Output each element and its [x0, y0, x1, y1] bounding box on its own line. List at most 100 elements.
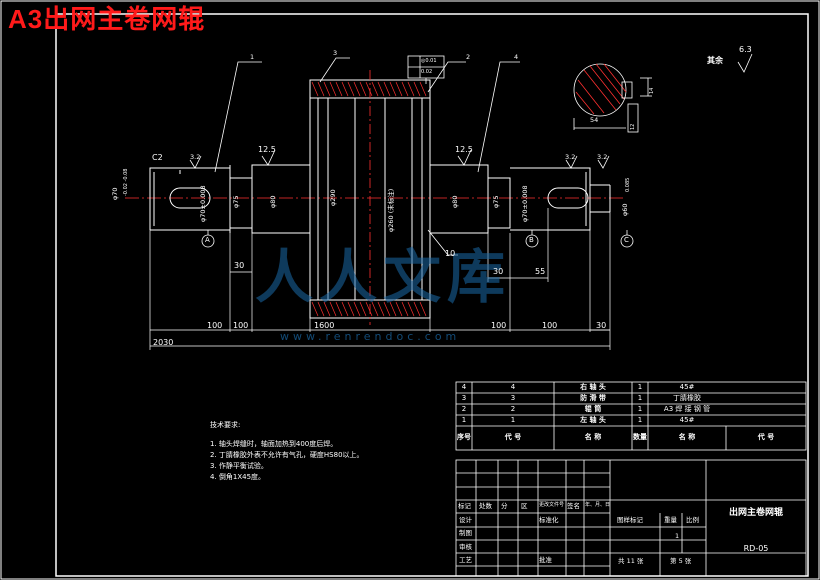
- parts-header-qty: 数量: [633, 433, 647, 441]
- belt-hatch: [311, 81, 427, 317]
- leader-label-3: 3: [333, 49, 338, 57]
- dia-roll-inner: φ260 (未标注): [387, 188, 395, 232]
- roughness-3: 12.5: [455, 145, 473, 154]
- roughness-other-value: 6.3: [739, 45, 752, 54]
- roughness-5: 3.2: [597, 153, 608, 161]
- rev-header-zone-b: 区: [521, 502, 528, 510]
- parts-header-no: 序号: [457, 433, 471, 441]
- len-100b: 100: [233, 321, 249, 330]
- parts-row-no: 4: [461, 383, 467, 391]
- note-item: 3. 作静平衡试验。: [210, 462, 268, 470]
- roughness-2: 12.5: [258, 145, 276, 154]
- parts-header-note: 代 号: [757, 433, 775, 441]
- len-55: 55: [535, 267, 546, 276]
- section-dim-12: 12: [630, 123, 636, 130]
- dia-left-step: φ75: [232, 195, 240, 208]
- dia-right-end-tol: 0.085: [625, 177, 631, 192]
- len-30a: 30: [234, 261, 245, 270]
- shaft-outline: [149, 79, 611, 319]
- leader-label-2: 2: [466, 53, 471, 61]
- watermark-text: 人人文库: [255, 243, 512, 311]
- len-30c: 30: [596, 321, 607, 330]
- role-review: 审核: [459, 543, 472, 551]
- parts-row-material: 45#: [679, 383, 695, 391]
- section-dim-54: 54: [590, 116, 599, 124]
- leader-label-1: 1: [250, 53, 255, 61]
- datum-c: C: [624, 236, 629, 244]
- watermark-url: www.renrendoc.com: [280, 330, 461, 343]
- dia-left-end-tol: -0.02 -0.08: [123, 168, 129, 196]
- section-dim-14: 14: [649, 87, 655, 94]
- tolerance-value-1: ◎0.01: [421, 58, 437, 64]
- len-1600: 1600: [314, 321, 335, 330]
- parts-row-code: 3: [510, 394, 516, 402]
- drawing-frame: [55, 13, 809, 577]
- leader-label-4: 4: [514, 53, 519, 61]
- dia-right-end: φ60: [621, 203, 629, 216]
- stage-label: 图样标记: [617, 516, 643, 524]
- parts-row-material: 丁腈橡胶: [673, 394, 701, 402]
- role-draft: 制图: [459, 529, 472, 537]
- role-design: 设计: [459, 516, 472, 524]
- datum-a: A: [205, 236, 210, 244]
- scale-value: 1: [675, 532, 680, 540]
- roughness-1: 3.2: [190, 153, 201, 161]
- parts-header-name: 名 称: [584, 433, 602, 441]
- role-process: 工艺: [459, 556, 472, 564]
- drawing-title: A3出网主卷网辊: [8, 4, 206, 34]
- notes-heading: 技术要求:: [210, 421, 241, 429]
- sheet-number: 第 5 张: [670, 557, 692, 565]
- note-item: 1. 轴头焊缝时，轴面加热到400度后焊。: [210, 440, 338, 448]
- rev-header-count: 处数: [479, 502, 492, 510]
- technical-notes: 技术要求: 1. 轴头焊缝时，轴面加热到400度后焊。 2. 丁腈橡胶外表不允许…: [210, 420, 364, 483]
- parts-header-code: 代 号: [504, 433, 522, 441]
- parts-row-material: 45#: [679, 416, 695, 424]
- dia-right-bearing: φ70±0.008: [521, 185, 529, 222]
- approve-label: 批准: [539, 556, 552, 564]
- weight-label: 重量: [664, 516, 677, 524]
- section-view: [573, 63, 652, 133]
- rev-header-zone-a: 分: [501, 502, 508, 510]
- parts-row-name: 辊 筒: [584, 405, 602, 413]
- parts-and-title-table: [455, 381, 807, 577]
- rev-header-doc: 更改文件号: [539, 502, 565, 508]
- dia-left-end: φ70: [111, 187, 119, 200]
- parts-row-name: 防 滑 带: [580, 394, 606, 402]
- len-100a: 100: [207, 321, 223, 330]
- dia-left-hub: φ80: [269, 195, 277, 208]
- parts-row-code: 4: [510, 383, 516, 391]
- parts-row-no: 2: [461, 405, 467, 413]
- note-item: 4. 倒角1X45度。: [210, 473, 266, 481]
- len-30b: 30: [493, 267, 504, 276]
- roughness-6: 10: [445, 249, 456, 258]
- rev-header-sign: 签名: [567, 502, 580, 510]
- rev-header-mark: 标记: [458, 502, 471, 510]
- parts-row-name: 右 轴 头: [580, 383, 606, 391]
- dia-right-hub: φ80: [451, 195, 459, 208]
- dia-right-step: φ75: [492, 195, 500, 208]
- leader-lines: [214, 57, 520, 256]
- part-name: 出网主卷网辊: [728, 508, 783, 518]
- dia-roll: φ290: [329, 189, 337, 206]
- parts-row-code: 2: [510, 405, 516, 413]
- roughness-other-label: 其余: [707, 56, 723, 65]
- tolerance-value-2: 0.02: [421, 69, 433, 75]
- len-100c: 100: [491, 321, 507, 330]
- chamfer-label: C2: [152, 153, 163, 162]
- datum-b: B: [529, 236, 534, 244]
- parts-row-qty: 1: [637, 405, 643, 413]
- parts-row-material: A3 焊 接 钢 管: [663, 405, 711, 413]
- roughness-symbols: [189, 53, 753, 169]
- parts-row-code: 1: [510, 416, 516, 424]
- len-total: 2030: [153, 338, 174, 347]
- note-item: 2. 丁腈橡胶外表不允许有气孔，硬度HS80以上。: [210, 451, 364, 459]
- std-label: 标准化: [539, 516, 559, 524]
- parts-row-qty: 1: [637, 416, 643, 424]
- tolerance-frame: [407, 55, 445, 84]
- dia-left-bearing: φ70±0.008: [199, 185, 207, 222]
- roughness-4: 3.2: [565, 153, 576, 161]
- rev-header-date: 年、月、日: [585, 502, 611, 508]
- parts-row-no: 1: [461, 416, 467, 424]
